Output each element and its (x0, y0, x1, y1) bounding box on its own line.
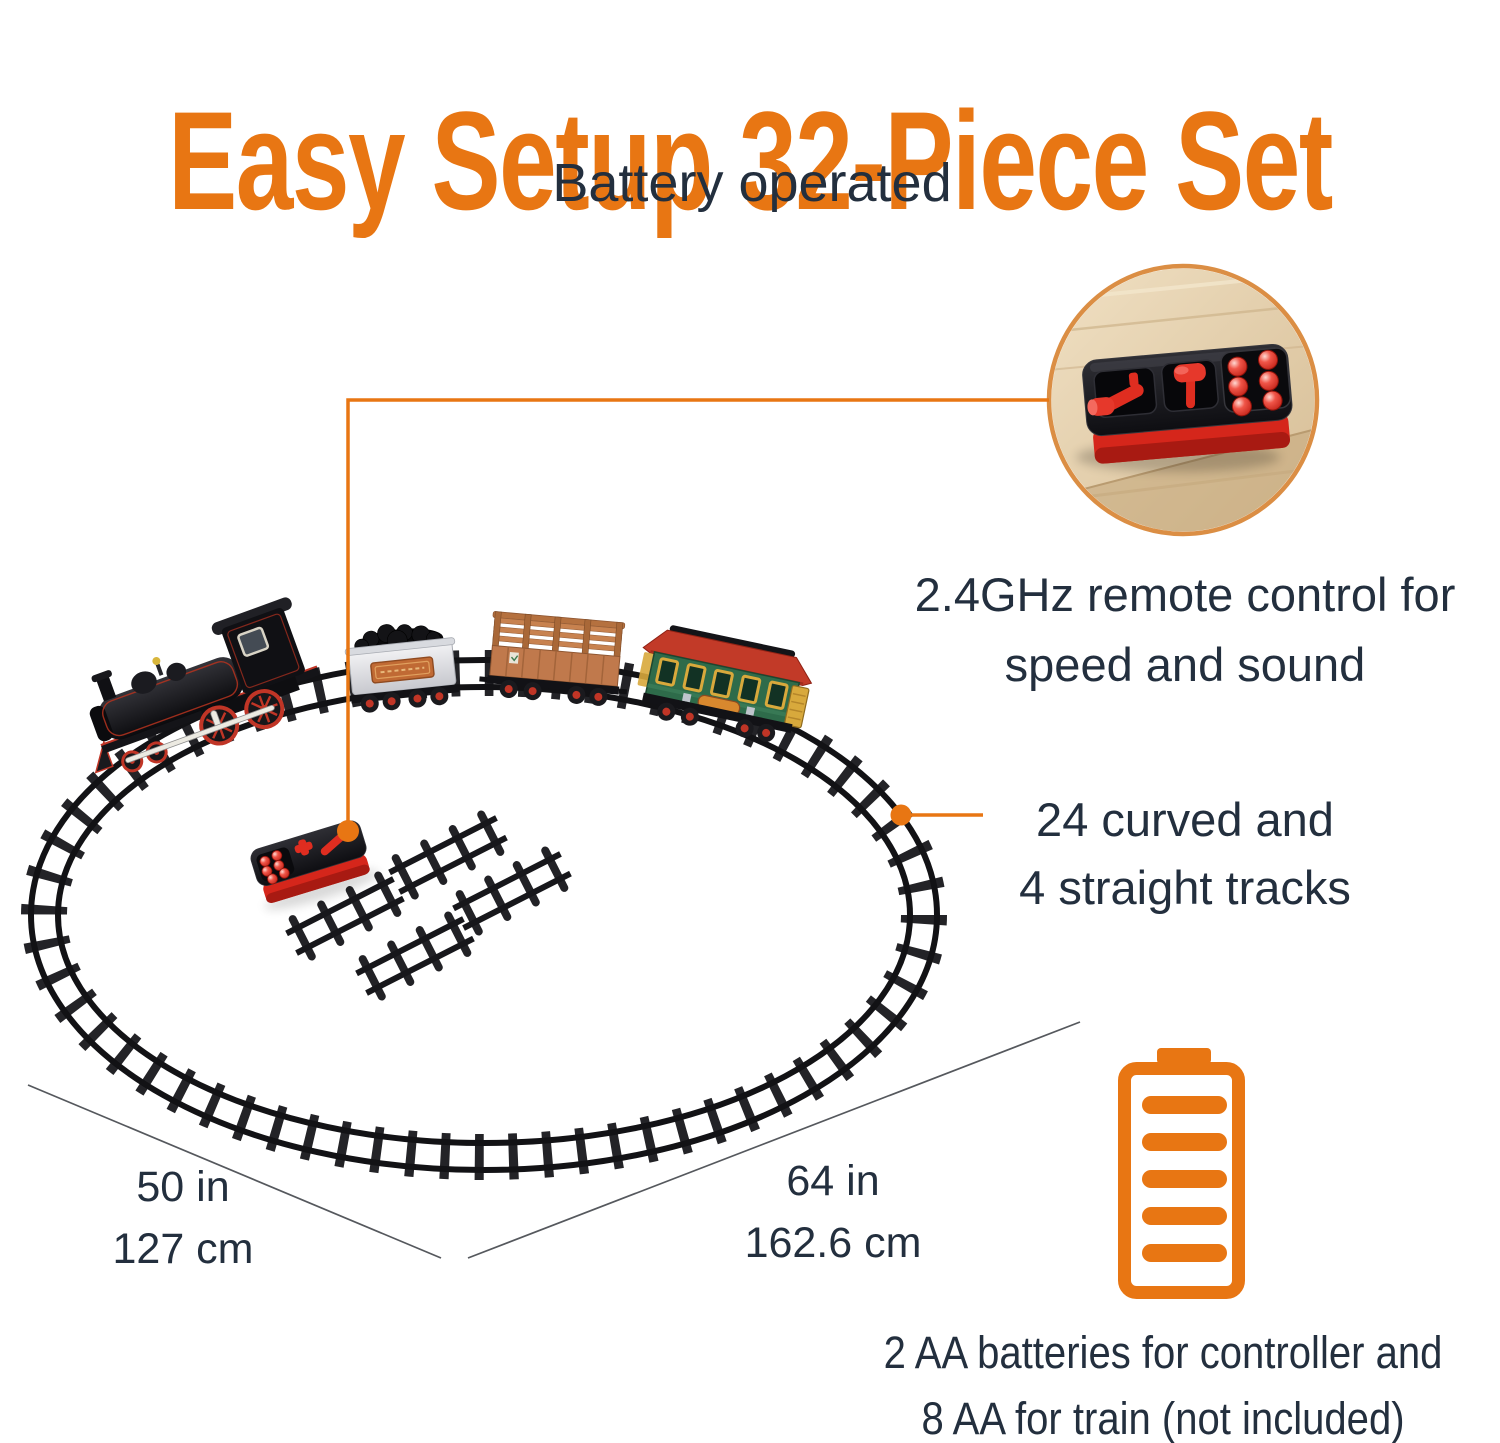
page-title: Easy Setup 32-Piece Set (168, 81, 1333, 239)
dimension-label-left: 50 in 127 cm (112, 1156, 253, 1280)
dimension-left-inches: 50 in (136, 1163, 230, 1211)
passenger-car (637, 625, 813, 744)
locomotive (89, 597, 320, 776)
inset-remote-control (1082, 343, 1293, 464)
battery-note-text: 2 AA batteries for controller and 8 AA f… (884, 1320, 1443, 1443)
dimension-right-inches: 64 in (786, 1157, 880, 1205)
callout-tracks-line-1: 24 curved and (1036, 793, 1334, 846)
dimension-lines (27, 1021, 1081, 1259)
battery-icon (1118, 1048, 1245, 1299)
coal-tender (344, 624, 460, 714)
inset-zoom-circle (1046, 263, 1320, 537)
dimension-label-right: 64 in 162.6 cm (745, 1150, 922, 1274)
callout-line-remote (346, 398, 1049, 824)
callout-remote-line-1: 2.4GHz remote control for (914, 568, 1456, 621)
dimension-line-right (467, 1021, 1081, 1259)
subtitle: Battery operated (552, 153, 952, 213)
dimension-right-cm: 162.6 cm (744, 1219, 922, 1267)
battery-note-line-2: 8 AA for train (not included) (921, 1393, 1405, 1443)
callout-remote-control-text: 2.4GHz remote control for speed and soun… (915, 560, 1456, 700)
track-circle (21, 650, 947, 1180)
callout-lines (337, 398, 1049, 842)
callout-tracks-line-2: 4 straight tracks (1019, 861, 1351, 914)
callout-remote-line-2: speed and sound (1004, 638, 1366, 691)
remote-control (250, 820, 380, 910)
dimension-line-left (27, 1084, 442, 1259)
callout-tracks-text: 24 curved and 4 straight tracks (1019, 786, 1351, 922)
cattle-wagon (479, 611, 628, 707)
battery-note-line-1: 2 AA batteries for controller and (883, 1327, 1443, 1378)
dimension-left-cm: 127 cm (112, 1225, 254, 1273)
callout-dot-remote (337, 820, 359, 842)
callout-dot-tracks (890, 804, 912, 826)
